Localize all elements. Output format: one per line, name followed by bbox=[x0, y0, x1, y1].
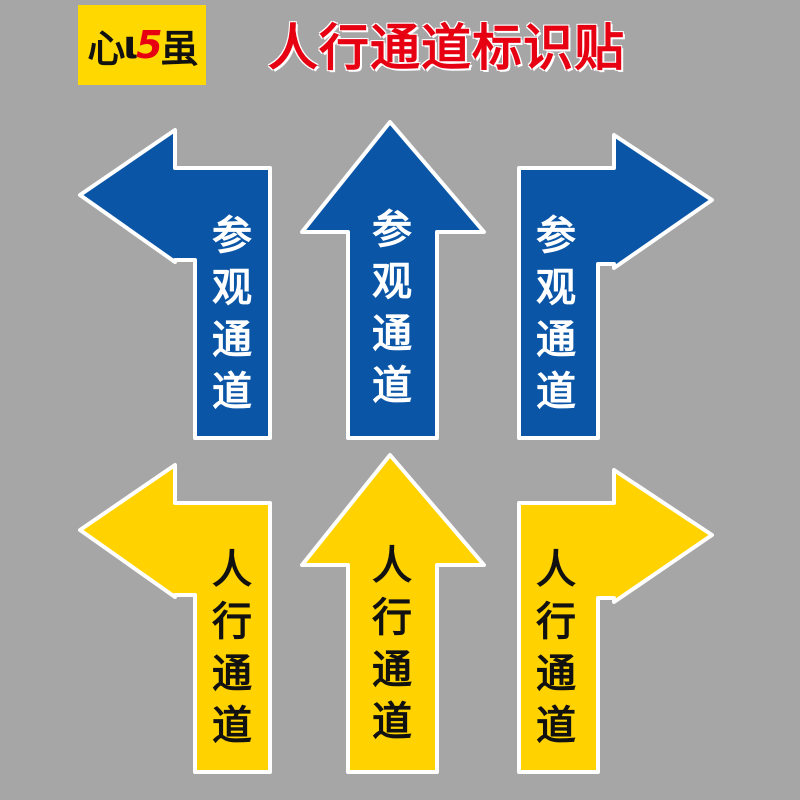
arrow-char: 参 bbox=[372, 207, 412, 253]
arrow-char: 行 bbox=[212, 599, 252, 645]
arrow-char: 人 bbox=[212, 547, 252, 593]
arrow-char: 通 bbox=[372, 311, 412, 357]
arrow-char: 行 bbox=[372, 595, 412, 641]
arrow-sign-yellow-right: 人行通道 bbox=[517, 468, 714, 774]
arrow-char: 道 bbox=[372, 699, 412, 745]
arrow-char: 道 bbox=[536, 703, 576, 749]
arrow-left-shape bbox=[78, 128, 272, 440]
arrow-char: 观 bbox=[212, 265, 252, 311]
arrow-right-shape bbox=[517, 468, 714, 774]
arrow-sign-yellow-left: 人行通道 bbox=[78, 463, 272, 774]
arrow-char: 行 bbox=[536, 599, 576, 645]
arrow-char: 通 bbox=[536, 651, 576, 697]
arrow-up-shape bbox=[300, 120, 486, 440]
arrow-char: 道 bbox=[212, 369, 252, 415]
arrow-right-shape bbox=[517, 133, 714, 440]
arrow-char: 观 bbox=[372, 259, 412, 305]
arrow-sign-yellow-up: 人行通道 bbox=[300, 453, 486, 774]
logo-char-2: ι bbox=[123, 23, 138, 67]
arrow-up-shape bbox=[300, 453, 486, 774]
arrow-char: 道 bbox=[212, 703, 252, 749]
arrow-char: 参 bbox=[536, 213, 576, 259]
logo-char-4: 虽 bbox=[160, 26, 199, 71]
logo-char-1: 心 bbox=[87, 26, 125, 71]
arrow-char: 参 bbox=[212, 213, 252, 259]
arrow-char: 道 bbox=[536, 369, 576, 415]
arrow-char: 通 bbox=[212, 651, 252, 697]
logo-char-3: 5 bbox=[136, 23, 162, 67]
page-title: 人行通道标识贴 bbox=[268, 19, 625, 77]
arrow-char: 道 bbox=[372, 363, 412, 409]
arrow-char: 通 bbox=[372, 647, 412, 693]
arrow-char: 通 bbox=[536, 317, 576, 363]
arrow-char: 通 bbox=[212, 317, 252, 363]
arrow-left-shape bbox=[78, 463, 272, 774]
arrow-char: 人 bbox=[536, 547, 576, 593]
arrow-char: 观 bbox=[536, 265, 576, 311]
arrow-char: 人 bbox=[372, 543, 412, 589]
